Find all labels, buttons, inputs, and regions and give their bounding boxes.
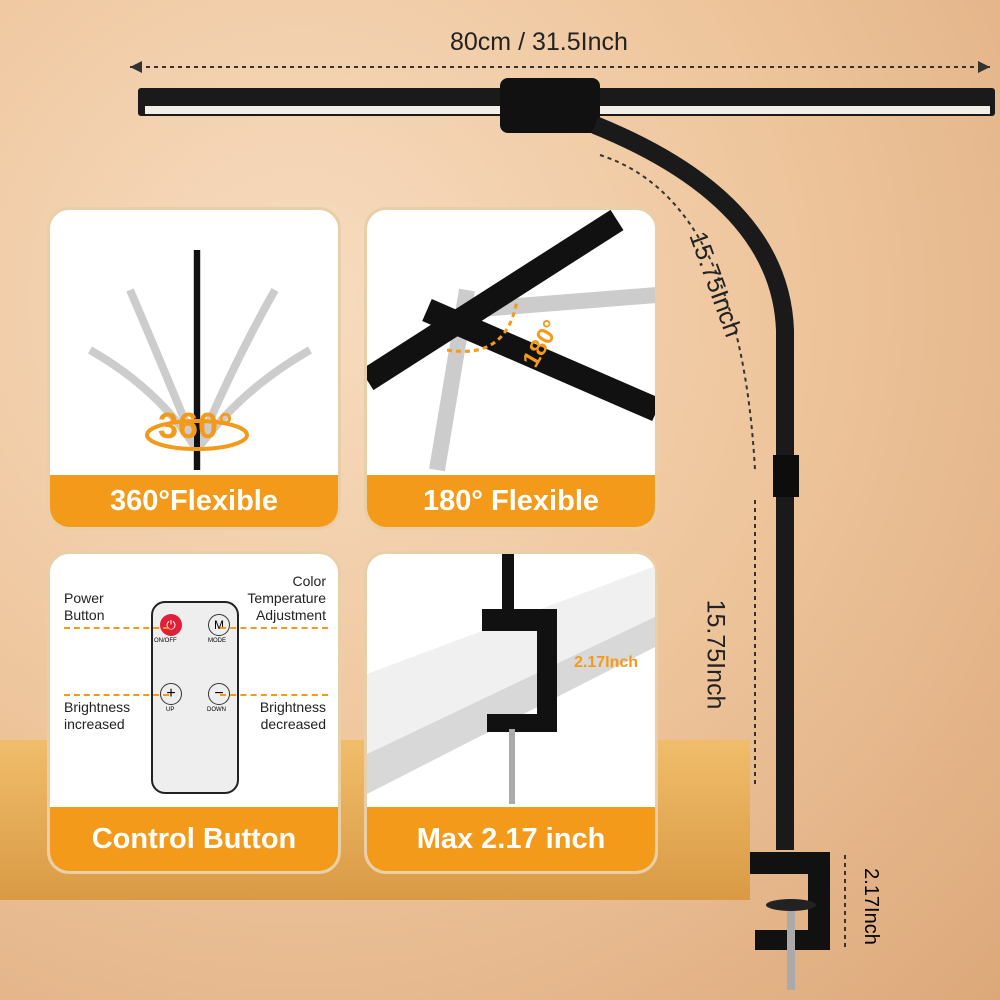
power-button-label: ON/OFF bbox=[154, 638, 177, 644]
bar-rotation-illustration bbox=[367, 210, 655, 472]
card-360-flexible: 360° 360°Flexible bbox=[47, 207, 341, 530]
clamp-label: 2.17Inch bbox=[859, 868, 882, 945]
mode-button-label: MODE bbox=[208, 638, 226, 644]
power-button[interactable]: ⏻ bbox=[160, 614, 182, 636]
card-title: Control Button bbox=[50, 807, 338, 871]
power-label: Power Button bbox=[64, 590, 105, 623]
up-button-label: UP bbox=[166, 707, 175, 713]
card-title: 180° Flexible bbox=[367, 475, 655, 527]
card-180-flexible: 180° 180° Flexible bbox=[364, 207, 658, 530]
card-title: 360°Flexible bbox=[50, 475, 338, 527]
mode-button[interactable]: M bbox=[208, 614, 230, 636]
card-control-button: ⏻ ON/OFF M MODE + UP − DOWN Power Button… bbox=[47, 551, 341, 874]
rotation-badge: 360° bbox=[158, 405, 233, 446]
lower-arm-label: 15.75Inch bbox=[701, 599, 730, 710]
rotation-illustration bbox=[88, 250, 312, 470]
clamp-size-label: 2.17Inch bbox=[574, 654, 639, 671]
hub bbox=[500, 78, 600, 133]
clamp-illustration bbox=[367, 554, 655, 804]
gooseneck-arm bbox=[591, 116, 794, 850]
card-title: Max 2.17 inch bbox=[367, 807, 655, 871]
color-temp-label: Color Temperature Adjustment bbox=[247, 573, 326, 623]
width-label: 80cm / 31.5Inch bbox=[450, 28, 628, 56]
brightness-up-label: Brightness increased bbox=[64, 699, 131, 732]
card-max-clamp: 2.17Inch Max 2.17 inch bbox=[364, 551, 658, 874]
brightness-down-label: Brightness decreased bbox=[259, 699, 326, 732]
down-button-label: DOWN bbox=[207, 707, 226, 713]
